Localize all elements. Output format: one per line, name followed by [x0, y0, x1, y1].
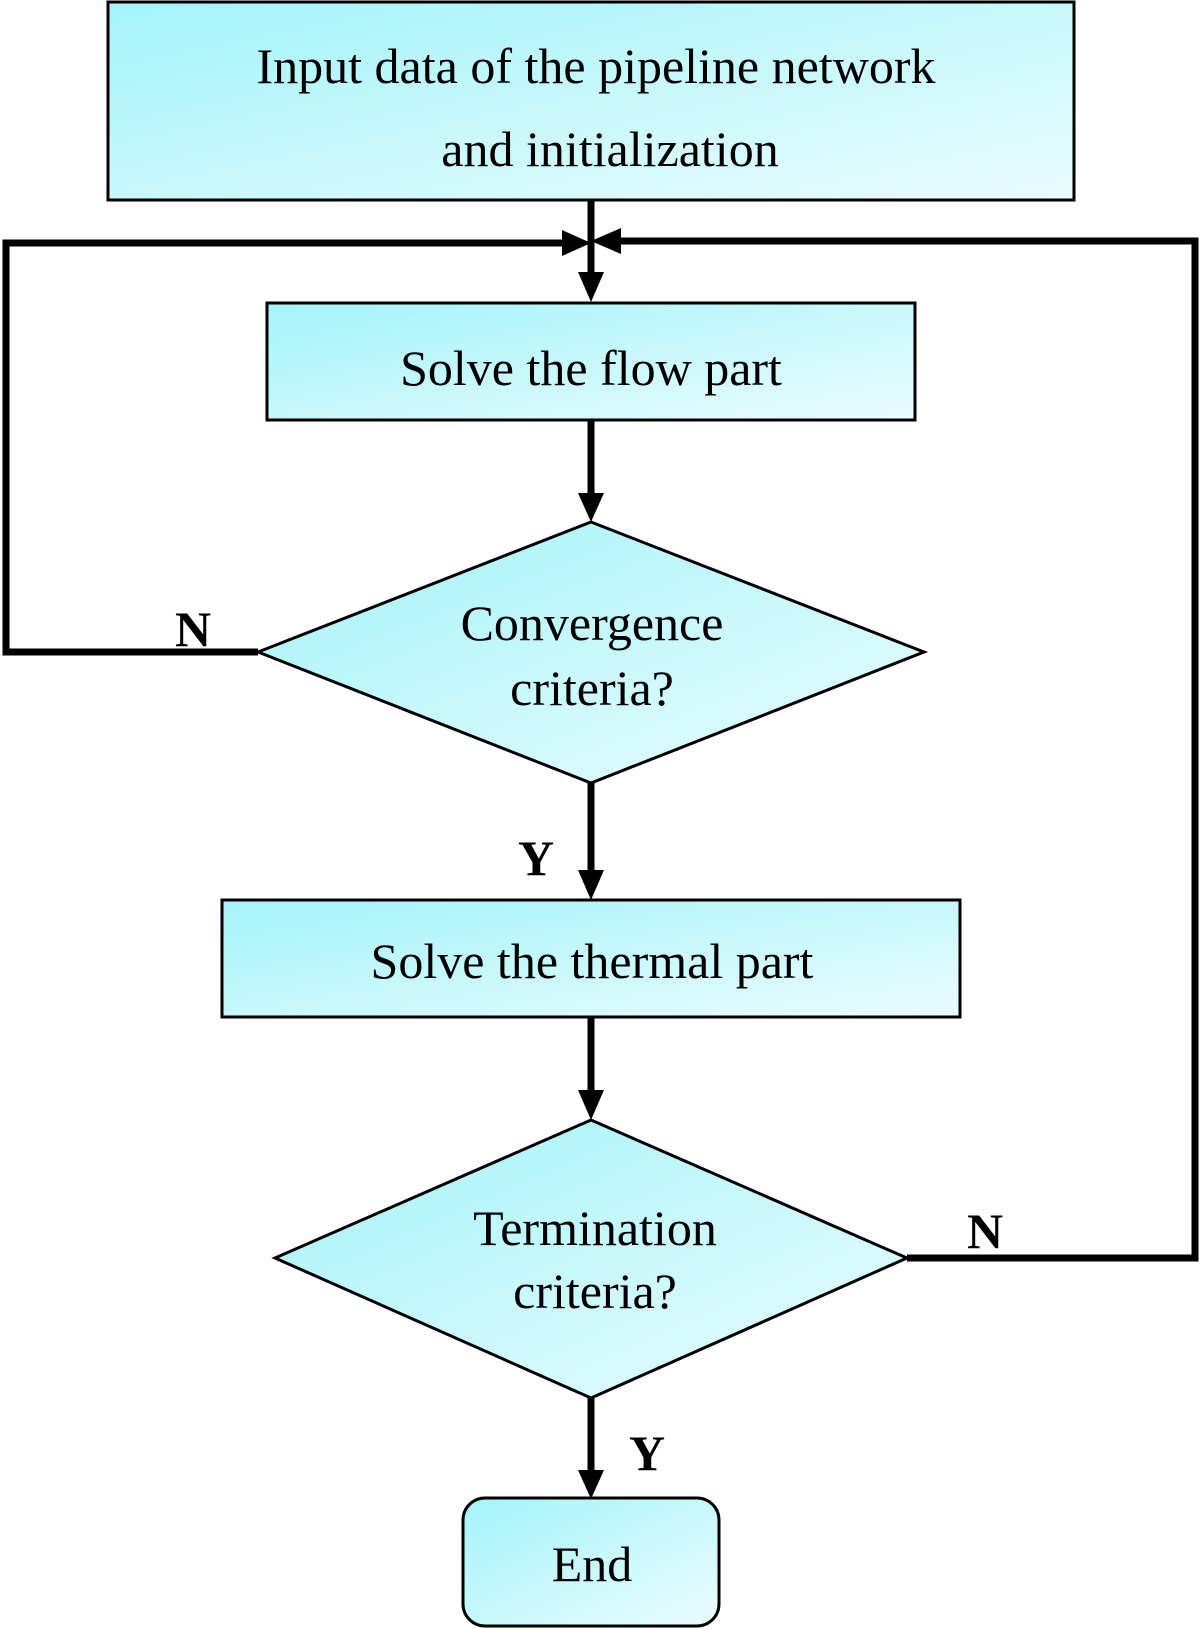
- label-termination-yes: Y: [629, 1425, 665, 1481]
- thermal-box: [220, 898, 962, 1019]
- label-convergence-yes: Y: [518, 830, 554, 886]
- arrow-loop-left-merge: [562, 230, 591, 256]
- arrow-into-convergence: [578, 493, 604, 522]
- termination-text-line2: criteria?: [513, 1263, 677, 1319]
- node-solve-thermal: Solve the thermal part: [220, 898, 962, 1019]
- termination-diamond: [271, 1118, 911, 1400]
- end-box: [461, 1496, 721, 1628]
- connectors: [2, 200, 1199, 1499]
- node-input: Input data of the pipeline network and i…: [106, 0, 1076, 202]
- termination-text-line1: Termination: [473, 1200, 717, 1256]
- branch-labels: N Y N Y: [175, 601, 1003, 1481]
- label-termination-no: N: [967, 1203, 1003, 1259]
- thermal-text: Solve the thermal part: [371, 933, 814, 989]
- loop-convergence-no: [2, 239, 571, 656]
- loop-termination-no: [611, 237, 1199, 1262]
- arrow-into-end: [578, 1470, 604, 1499]
- node-termination-decision: Termination criteria?: [271, 1118, 911, 1400]
- arrow-into-termination: [578, 1090, 604, 1120]
- convergence-text-line2: criteria?: [510, 660, 674, 716]
- convergence-diamond: [253, 520, 929, 785]
- arrow-into-thermal-box: [578, 870, 604, 900]
- label-convergence-no: N: [175, 601, 211, 657]
- node-end: End: [461, 1496, 721, 1628]
- convergence-text-line1: Convergence: [461, 595, 724, 651]
- flow-box: [265, 301, 917, 422]
- node-convergence-decision: Convergence criteria?: [253, 520, 929, 785]
- flow-text: Solve the flow part: [400, 340, 782, 396]
- input-text-line1: Input data of the pipeline network: [257, 38, 936, 94]
- input-text-line2: and initialization: [441, 121, 778, 177]
- input-box: [106, 0, 1076, 202]
- end-text: End: [552, 1536, 633, 1592]
- node-solve-flow: Solve the flow part: [265, 301, 917, 422]
- arrow-loop-right-merge: [591, 228, 621, 254]
- arrow-into-flow-box: [578, 272, 604, 302]
